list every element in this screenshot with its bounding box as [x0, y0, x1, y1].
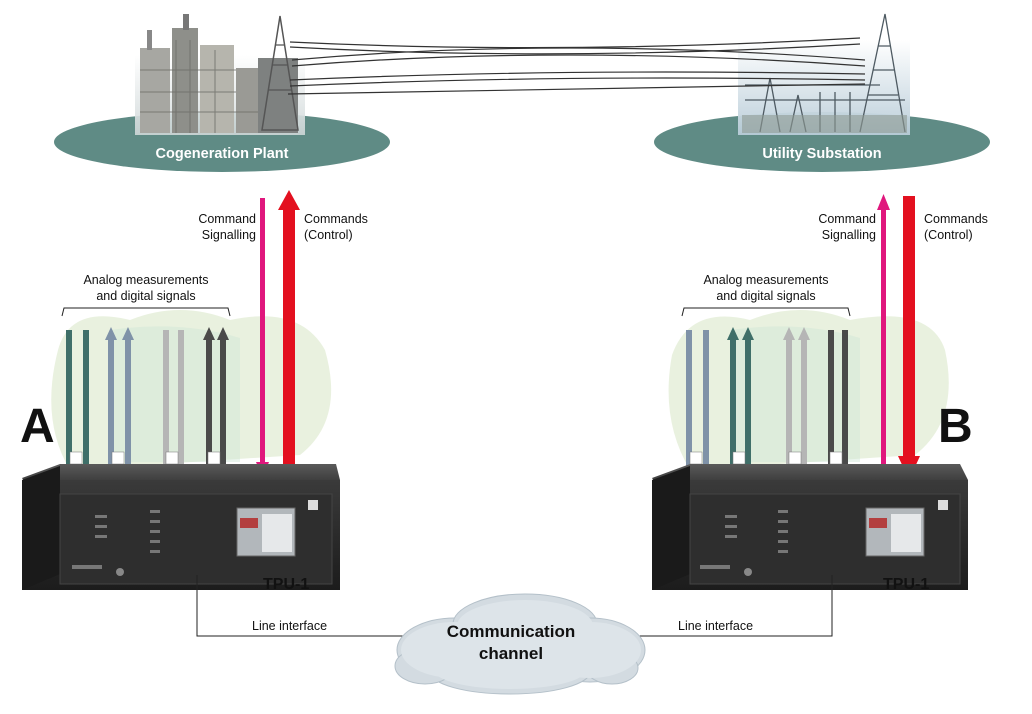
device-label-right: TPU-1 — [883, 576, 929, 593]
power-plant-image — [135, 14, 305, 135]
arrow-pair-3 — [783, 327, 810, 480]
control-arrow-left — [278, 190, 300, 478]
device-label-left: TPU-1 — [263, 576, 309, 593]
control-label-left-1: Commands — [304, 212, 368, 226]
line-interface-label-right: Line interface — [678, 619, 753, 633]
terminal-letter-left: A — [20, 400, 55, 453]
signalling-label-right-1: Command — [818, 212, 876, 226]
control-label-left-2: (Control) — [304, 228, 353, 242]
arrow-pair-2 — [727, 327, 754, 480]
signalling-label-left-1: Command — [198, 212, 256, 226]
tpu-rack-left — [22, 464, 340, 590]
site-name-right: Utility Substation — [762, 146, 881, 162]
bracket-left — [61, 307, 231, 317]
signalling-label-right-2: Signalling — [822, 228, 876, 242]
analog-arrows-left — [63, 327, 229, 480]
terminal-letter-right: B — [938, 400, 973, 453]
analog-label-left-1: Analog measurements — [83, 273, 208, 287]
utility-substation: Utility Substation — [654, 13, 990, 172]
communication-cloud: Communication channel — [394, 593, 646, 695]
signalling-arrow-right — [877, 194, 890, 480]
line-interface-wire-right — [620, 575, 833, 637]
analog-label-right-1: Analog measurements — [703, 273, 828, 287]
site-name-left: Cogeneration Plant — [156, 146, 289, 162]
control-label-right-2: (Control) — [924, 228, 973, 242]
analog-label-right-2: and digital signals — [716, 289, 815, 303]
cogeneration-plant: Cogeneration Plant — [54, 14, 390, 172]
cloud-label-line2: channel — [479, 644, 543, 663]
tpu-rack-right — [652, 464, 968, 590]
arrow-pair-2 — [105, 327, 134, 480]
analog-label-left-2: and digital signals — [96, 289, 195, 303]
cloud-label-line1: Communication — [447, 622, 575, 641]
control-label-right-1: Commands — [924, 212, 988, 226]
substation-image — [738, 13, 910, 135]
terminal-right: Analog measurements and digital signals … — [620, 194, 988, 637]
signalling-label-left-2: Signalling — [202, 228, 256, 242]
line-interface-label-left: Line interface — [252, 619, 327, 633]
line-interface-wire-left — [196, 575, 425, 637]
glow-right — [668, 310, 949, 470]
bracket-right — [681, 307, 851, 317]
terminal-left: Analog measurements and digital signals … — [20, 190, 425, 637]
arrow-pair-4 — [203, 327, 229, 480]
